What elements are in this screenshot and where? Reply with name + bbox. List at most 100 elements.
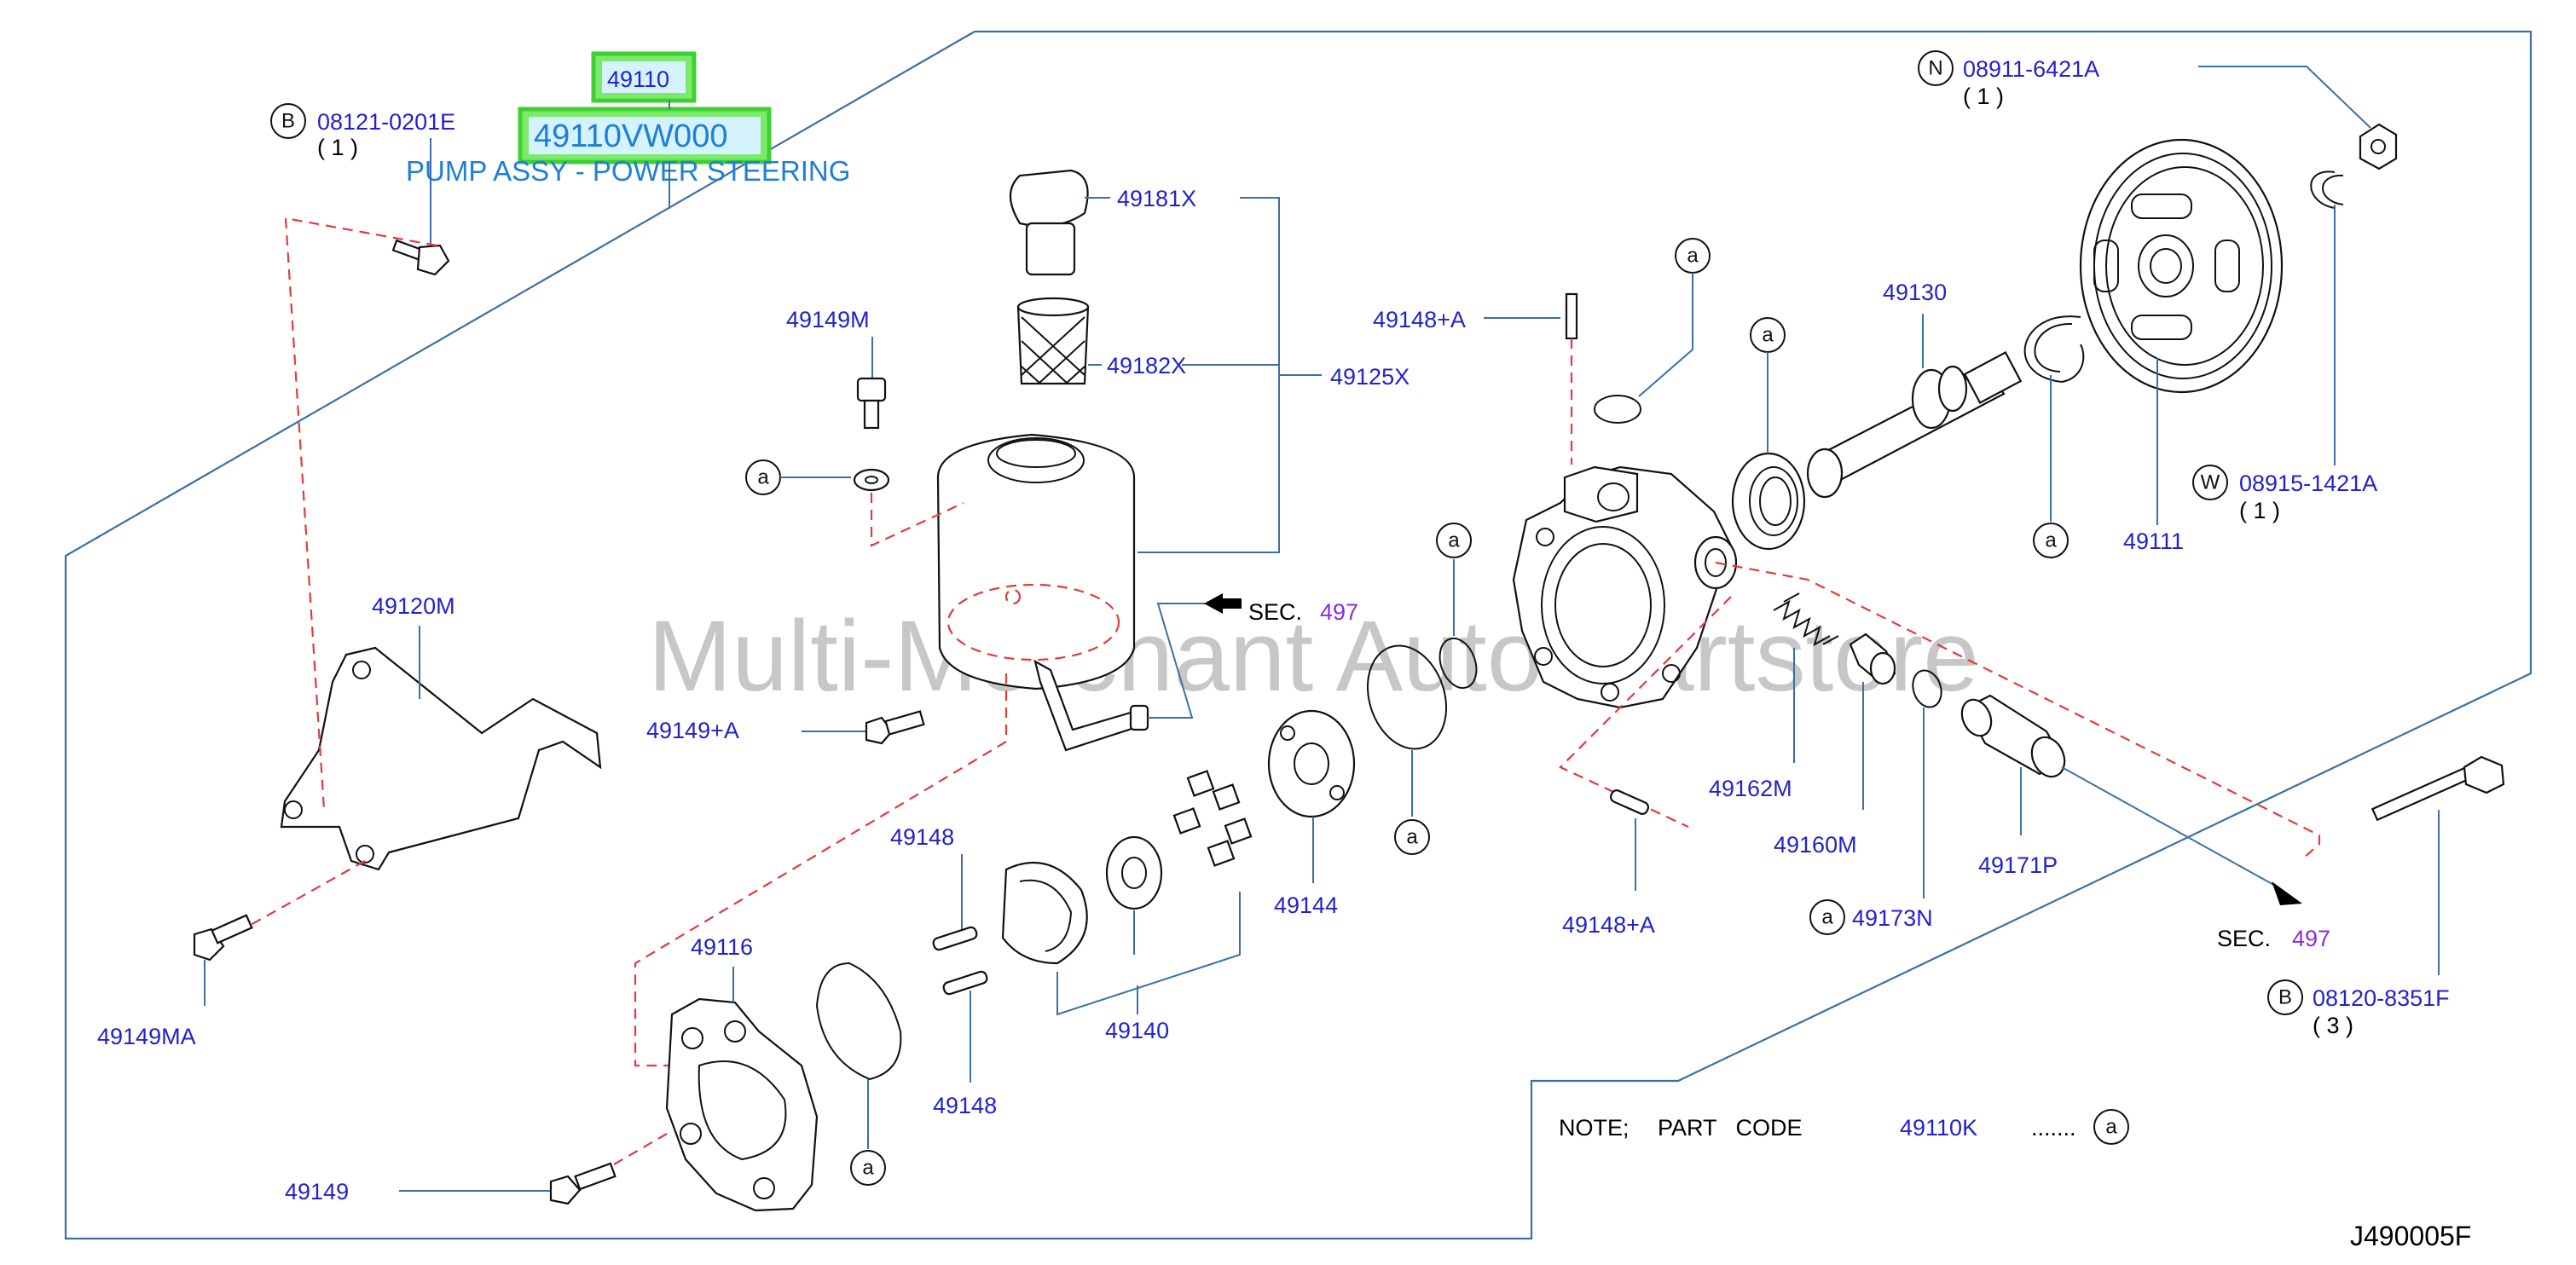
part-description: PUMP ASSY - POWER STEERING: [406, 155, 850, 187]
dowel-pin-bottom: [1609, 789, 1650, 815]
callout-08911-6421A[interactable]: N 08911-6421A ( 1 ): [1918, 50, 2371, 129]
part-number[interactable]: 49110VW000: [534, 118, 727, 154]
callout-number[interactable]: 08915-1421A: [2239, 471, 2377, 496]
strainer-49182x: [1016, 297, 1090, 385]
washer-08915: [2310, 170, 2336, 209]
callout-letter-circle: [1918, 50, 1954, 86]
callout-letter-circle: [270, 103, 306, 139]
label-49173n[interactable]: 49173N: [1852, 905, 1933, 931]
label-49148-bot[interactable]: 49148: [933, 1093, 997, 1118]
label-49182x[interactable]: 49182X: [1107, 353, 1186, 378]
pulley-49111: [2079, 138, 2284, 394]
callout-number[interactable]: 08120-8351F: [2313, 985, 2450, 1011]
label-49162m[interactable]: 49162M: [1709, 776, 1792, 801]
connector-49171p: [1960, 694, 2066, 778]
label-49160m[interactable]: 49160M: [1774, 832, 1857, 858]
spring-49162m: [1773, 592, 1839, 647]
callout-08121-0201E[interactable]: B 08121-0201E ( 1 ): [270, 103, 455, 245]
callout-number[interactable]: 08121-0201E: [317, 109, 455, 135]
cam-ring: [1001, 861, 1088, 965]
vanes: [1172, 770, 1253, 867]
bolt-49149: [549, 1162, 617, 1205]
label-49111[interactable]: 49111: [2123, 529, 2184, 554]
side-plate-49144: [1267, 709, 1356, 818]
note-code[interactable]: 49110K: [1900, 1115, 1977, 1141]
marker-a: a: [757, 466, 769, 489]
ref-number[interactable]: 49110: [607, 66, 669, 92]
valve-49160m: [1849, 632, 1896, 685]
svg-text:B: B: [281, 110, 295, 133]
shaft-49130: [1806, 351, 2023, 499]
reservoir-tank: [936, 433, 1149, 752]
marker-a: a: [1406, 826, 1418, 849]
sec-497-link-bottom[interactable]: 497: [2292, 926, 2330, 951]
label-49140[interactable]: 49140: [1105, 1018, 1169, 1043]
o-ring-large: [1366, 644, 1448, 750]
note-part-code: NOTE; PART CODE 49110K ....... a: [1559, 1109, 2129, 1145]
callout-qty: ( 1 ): [2239, 498, 2280, 523]
label-49125x[interactable]: 49125X: [1330, 364, 1410, 390]
label-49171p[interactable]: 49171P: [1978, 852, 2058, 878]
callout-qty: ( 3 ): [2313, 1013, 2353, 1038]
bolt-08120: [2370, 755, 2505, 822]
callout-qty: ( 1 ): [317, 135, 358, 160]
marker-a: a: [862, 1157, 874, 1180]
watermark-text: Multi-Merchant Auto Partstore: [648, 600, 1979, 713]
o-ring-top: [1594, 395, 1641, 424]
callout-08915-1421A[interactable]: W 08915-1421A ( 1 ): [2192, 205, 2377, 523]
svg-text:SEC.: SEC.: [2217, 926, 2271, 951]
callout-letter-circle: [2192, 465, 2228, 500]
label-49149a[interactable]: 49149+A: [646, 718, 739, 743]
sec-arrow-top: [1204, 593, 1242, 614]
marker-a: a: [2045, 529, 2057, 552]
bolt-49149ma: [193, 914, 253, 962]
callout-letter-circle: [2267, 979, 2303, 1015]
svg-text:B: B: [2278, 986, 2292, 1009]
bolt-49149a: [865, 710, 925, 745]
label-49120m[interactable]: 49120M: [372, 593, 455, 619]
assembly-boundary: [64, 30, 2533, 1240]
diagram-code: J490005F: [2350, 1221, 2471, 1251]
callout-number[interactable]: 08911-6421A: [1963, 56, 2099, 82]
cover-49116: [665, 997, 819, 1212]
label-49130[interactable]: 49130: [1883, 280, 1947, 305]
label-49149[interactable]: 49149: [285, 1179, 349, 1204]
marker-a: a: [2105, 1116, 2117, 1139]
marker-a: a: [1762, 324, 1774, 347]
label-49148-top[interactable]: 49148: [890, 824, 954, 850]
bolt-49149m: [856, 377, 887, 430]
reservoir-cap-49181x: [1010, 169, 1089, 276]
label-49149m[interactable]: 49149M: [786, 307, 870, 332]
svg-text:NOTE;: NOTE;: [1559, 1115, 1630, 1141]
svg-text:PART CODE: PART CODE: [1658, 1115, 1803, 1141]
label-49148a-bot[interactable]: 49148+A: [1562, 912, 1655, 938]
callout-qty: ( 1 ): [1963, 84, 2004, 109]
highlighted-part[interactable]: 49110 49110VW000 PUMP ASSY - POWER STEER…: [406, 51, 850, 209]
o-ring-49173n: [1912, 669, 1942, 708]
nut-08911: [2359, 123, 2398, 170]
dowel-pin-top: [1565, 292, 1578, 340]
o-ring-small: [1439, 637, 1478, 690]
sec-arrow-bottom: [2272, 881, 2302, 905]
bracket-49120m: [280, 646, 602, 871]
marker-a: a: [1687, 245, 1699, 268]
pin-49148-top: [932, 926, 978, 951]
sec-497-link-top[interactable]: 497: [1320, 599, 1358, 625]
svg-text:.......: .......: [2031, 1115, 2076, 1141]
label-49148a-top[interactable]: 49148+A: [1373, 307, 1466, 332]
marker-a: a: [1448, 529, 1460, 552]
label-49149ma[interactable]: 49149MA: [97, 1024, 196, 1049]
svg-text:SEC.: SEC.: [1248, 599, 1302, 625]
callout-08120-8351F[interactable]: B 08120-8351F ( 3 ): [2267, 979, 2450, 1038]
label-49116[interactable]: 49116: [691, 934, 753, 960]
marker-a: a: [1821, 906, 1833, 929]
oil-seal: [1731, 452, 1806, 551]
gasket: [815, 962, 902, 1081]
label-49181x[interactable]: 49181X: [1117, 186, 1196, 211]
pin-49148-bot: [942, 970, 988, 996]
svg-text:W: W: [2201, 471, 2220, 494]
washer-49149m: [853, 468, 890, 492]
label-49144[interactable]: 49144: [1274, 892, 1338, 918]
